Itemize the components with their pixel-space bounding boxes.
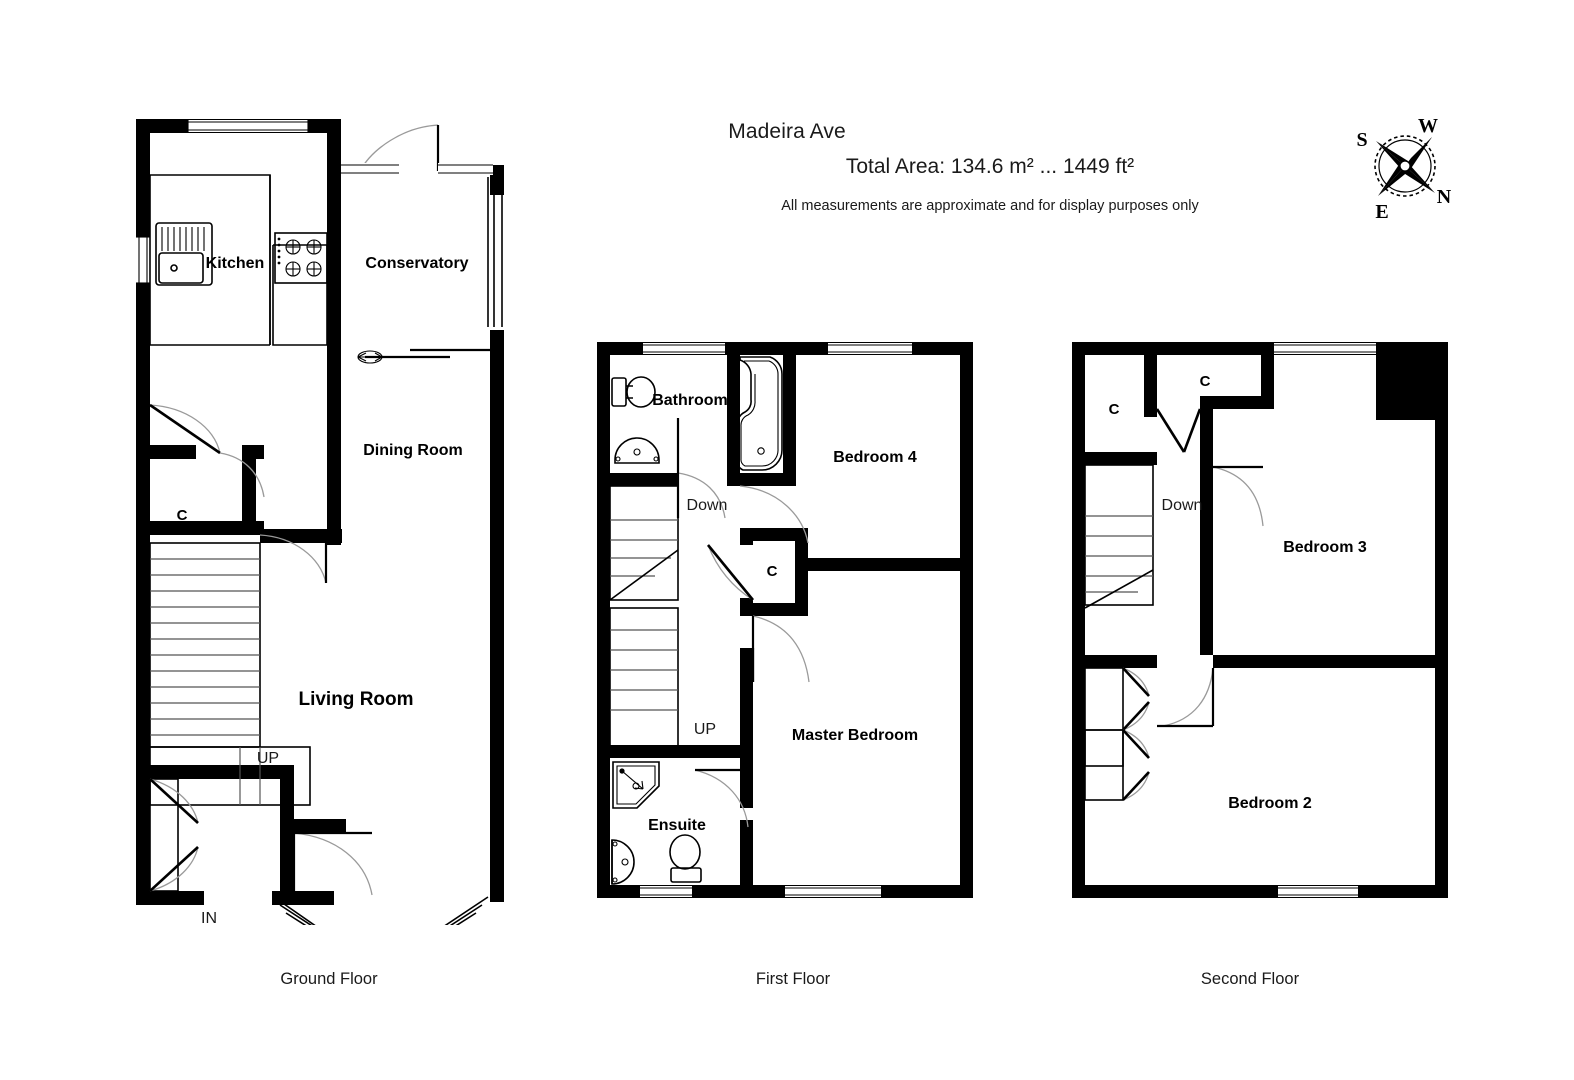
kitchen-window-left — [136, 236, 150, 284]
marker-up-ground: UP — [257, 750, 279, 767]
room-label-bathroom: Bathroom — [652, 392, 728, 409]
second-walls — [1072, 342, 1448, 898]
bedroom2-wardrobes — [1084, 667, 1150, 801]
room-label-closet-ground: C — [177, 507, 188, 524]
bedroom3-door — [1212, 465, 1264, 527]
room-label-bedroom3: Bedroom 3 — [1283, 539, 1367, 556]
hall-living-door — [259, 534, 328, 584]
compass-star — [1376, 137, 1435, 196]
closet-doors-second — [1155, 408, 1202, 453]
ensuite-basin — [611, 839, 635, 885]
bathroom-bath — [736, 356, 783, 471]
room-label-closet-first: C — [767, 563, 778, 580]
room-label-master-bedroom: Master Bedroom — [792, 727, 918, 744]
first-walls — [597, 342, 973, 898]
first-floor-staircase — [609, 485, 679, 747]
room-label-ensuite: Ensuite — [648, 817, 706, 834]
kitchen-hob — [274, 232, 328, 284]
bedroom2-door — [1157, 667, 1215, 728]
closet-door-ground — [219, 452, 265, 498]
kitchen-hall-door — [149, 403, 221, 455]
bedroom4-door — [739, 485, 809, 544]
floor-label-first: First Floor — [755, 970, 831, 988]
ensuite-door — [694, 768, 749, 828]
compass-label-e: E — [1375, 201, 1388, 223]
floor-label-second: Second Floor — [1200, 970, 1300, 988]
bathroom-wc — [611, 376, 656, 408]
conservatory-door-top — [341, 124, 493, 175]
porch-doors — [149, 778, 373, 896]
floorplan-second-floor: C C Bedroom 3 Bedroom 2 Down — [1072, 342, 1448, 898]
floorplan-ground-floor: Kitchen Conservatory Dining Room Living … — [136, 119, 504, 925]
master-bedroom-door — [751, 615, 810, 683]
total-area-text: Total Area: 134.6 m² ... 1449 ft² — [845, 155, 1135, 178]
ensuite-shower — [612, 761, 660, 809]
room-label-bedroom2: Bedroom 2 — [1228, 795, 1312, 812]
compass-label-s: S — [1356, 129, 1367, 151]
kitchen-sink — [155, 222, 213, 286]
room-label-bedroom4: Bedroom 4 — [833, 449, 917, 466]
ground-walls — [136, 119, 504, 905]
room-label-dining-room: Dining Room — [363, 442, 463, 459]
floor-label-ground: Ground Floor — [280, 970, 378, 988]
compass-label-w: W — [1418, 115, 1438, 137]
room-label-living-room: Living Room — [298, 689, 413, 710]
living-room-bay-window — [273, 896, 489, 925]
marker-down-first: Down — [687, 497, 728, 514]
kitchen-window-top — [187, 120, 309, 132]
second-floor-windows — [1274, 343, 1376, 897]
compass-rose: W S N E — [1356, 115, 1452, 223]
room-label-kitchen: Kitchen — [206, 255, 265, 272]
first-floor-windows — [640, 343, 912, 897]
room-label-conservatory: Conservatory — [365, 255, 468, 272]
compass-label-n: N — [1437, 186, 1452, 208]
page-title: Madeira Ave — [728, 120, 846, 143]
marker-up-first: UP — [694, 721, 716, 738]
bathroom-basin — [614, 437, 660, 464]
room-label-closet-second-left: C — [1109, 401, 1120, 418]
disclaimer-text: All measurements are approximate and for… — [781, 198, 1199, 214]
second-floor-staircase — [1084, 464, 1154, 609]
floorplan-first-floor: Bathroom Bedroom 4 Master Bedroom Ensuit… — [597, 342, 973, 898]
marker-in-entrance: IN — [201, 910, 217, 925]
marker-down-second: Down — [1162, 497, 1203, 514]
compass-inner-ring — [1378, 139, 1432, 193]
closet-door-first — [706, 544, 755, 601]
room-label-closet-second-right: C — [1200, 373, 1211, 390]
sliding-door-marker — [357, 348, 490, 364]
ensuite-wc — [669, 834, 702, 883]
ground-staircase — [149, 542, 311, 806]
conservatory-glazing-right — [487, 177, 503, 327]
kitchen-units — [149, 174, 328, 346]
compass-ring — [1374, 135, 1436, 197]
